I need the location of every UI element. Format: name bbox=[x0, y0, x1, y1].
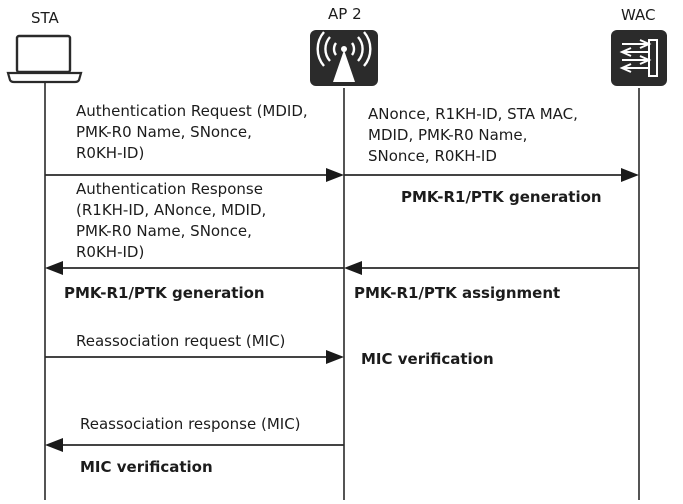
sta-generation-step: PMK-R1/PTK generation bbox=[64, 284, 265, 302]
arrow-auth-request bbox=[45, 168, 344, 182]
laptop-icon bbox=[6, 34, 83, 84]
auth-response-line-3: PMK-R0 Name, SNonce, bbox=[76, 222, 252, 240]
wireless-controller-icon bbox=[611, 30, 667, 86]
ap-mic-verification-step: MIC verification bbox=[361, 350, 494, 368]
arrow-wac-to-ap bbox=[344, 261, 639, 275]
ap-to-wac-line-2: MDID, PMK-R0 Name, bbox=[368, 126, 528, 144]
ap-label: AP 2 bbox=[328, 5, 362, 23]
arrow-ap-to-wac bbox=[344, 168, 639, 182]
assignment-step: PMK-R1/PTK assignment bbox=[354, 284, 561, 302]
arrow-auth-response bbox=[45, 261, 344, 275]
sta-mic-verification-step: MIC verification bbox=[80, 458, 213, 476]
wireless-ap-icon bbox=[310, 30, 378, 86]
reassoc-response-label: Reassociation response (MIC) bbox=[80, 415, 301, 433]
sta-label: STA bbox=[31, 9, 59, 27]
auth-response-line-4: R0KH-ID) bbox=[76, 243, 145, 261]
auth-response-line-1: Authentication Response bbox=[76, 180, 263, 198]
auth-request-line-1: Authentication Request (MDID, bbox=[76, 102, 308, 120]
arrow-reassoc-request bbox=[45, 350, 344, 364]
auth-request-line-2: PMK-R0 Name, SNonce, bbox=[76, 123, 252, 141]
arrow-reassoc-response bbox=[45, 438, 344, 452]
ap-to-wac-line-1: ANonce, R1KH-ID, STA MAC, bbox=[368, 105, 578, 123]
wac-generation-step: PMK-R1/PTK generation bbox=[401, 188, 602, 206]
reassoc-request-label: Reassociation request (MIC) bbox=[76, 332, 286, 350]
auth-response-line-2: (R1KH-ID, ANonce, MDID, bbox=[76, 201, 267, 219]
ap-to-wac-line-3: SNonce, R0KH-ID bbox=[368, 147, 497, 165]
auth-request-line-3: R0KH-ID) bbox=[76, 144, 145, 162]
wac-label: WAC bbox=[621, 6, 656, 24]
